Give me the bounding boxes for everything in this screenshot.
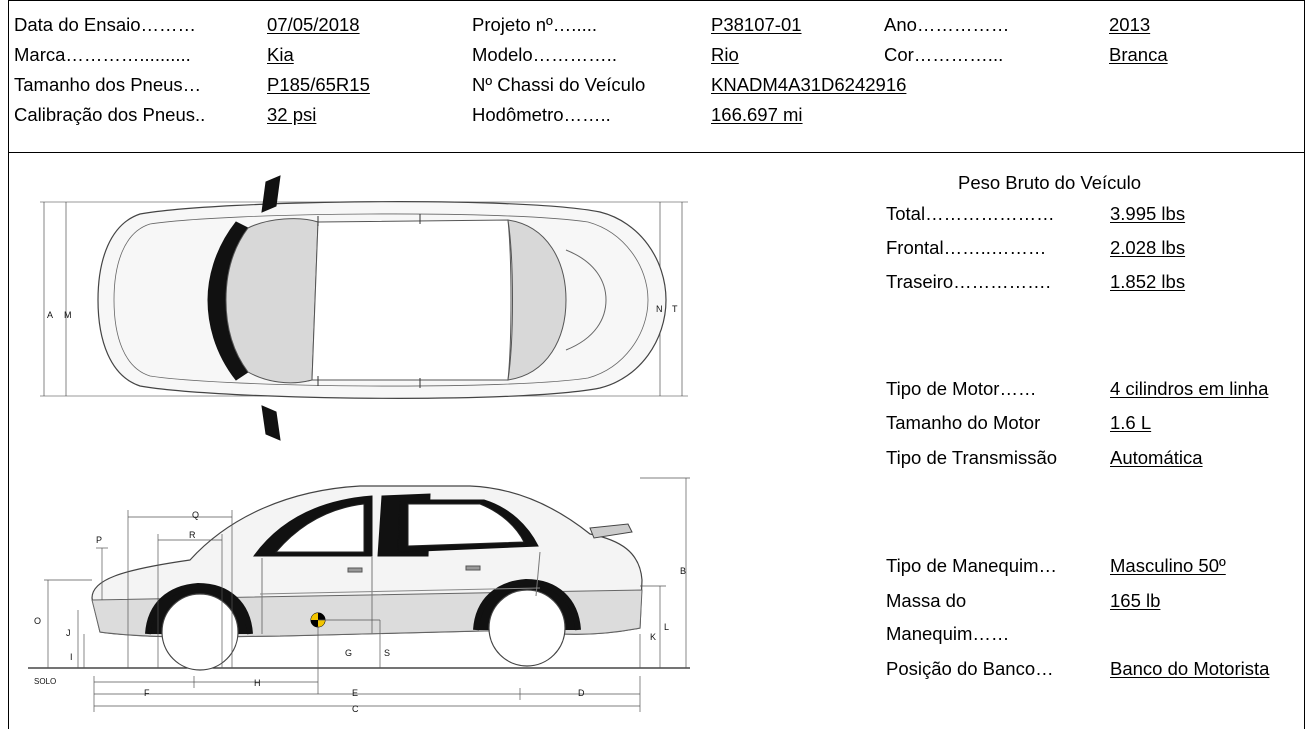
label-b: B [680,566,686,576]
label-i: I [70,652,73,662]
label-n: N [656,304,663,314]
label-e: E [352,688,358,698]
vin-label: Nº Chassi do Veículo [472,74,646,95]
tire-size-label: Tamanho dos Pneus… [14,74,202,95]
tire-size-value: P185/65R15 [267,74,370,95]
label-t: T [672,304,678,314]
odometer-value: 166.697 mi [711,104,803,125]
label-ground: SOLO [34,677,56,686]
test-date-label: Data do Ensaio……… [14,14,197,35]
make-label: Marca………….......... [14,44,191,65]
label-f: F [144,688,150,698]
car-top-view [40,175,688,441]
car-side-view [28,485,690,671]
transmission-value: Automática [1110,447,1203,468]
weights-title: Peso Bruto do Veículo [958,172,1142,193]
side-dimension-lines [44,477,690,712]
transmission-label: Tipo de Transmissão [886,447,1058,468]
label-g: G [345,648,352,658]
seat-position-value: Banco do Motorista [1110,658,1270,679]
dummy-mass-label-line1: Massa do [886,590,967,611]
engine-size-label: Tamanho do Motor [886,412,1041,433]
test-date-value: 07/05/2018 [267,14,360,35]
weight-front-value: 2.028 lbs [1110,237,1186,258]
tire-pressure-label: Calibração dos Pneus.. [14,104,206,125]
label-p: P [96,535,102,545]
model-value: Rio [711,44,739,65]
engine-type-label: Tipo de Motor…… [886,378,1037,399]
odometer-label: Hodômetro…….. [472,104,611,125]
make-value: Kia [267,44,294,65]
header-divider [8,152,1305,153]
weight-rear-label: Traseiro……………. [886,271,1051,292]
dummy-type-value: Masculino 50º [1110,555,1226,576]
model-label: Modelo………….. [472,44,617,65]
weight-total-label: Total………………… [886,203,1055,224]
weight-front-label: Frontal……..……… [886,237,1047,258]
label-a: A [47,310,53,320]
tire-pressure-value: 32 psi [267,104,317,125]
dummy-mass-value: 165 lb [1110,590,1161,611]
engine-size-value: 1.6 L [1110,412,1152,433]
year-label: Ano…………… [884,14,1010,35]
label-c: C [352,704,359,714]
dummy-type-label: Tipo de Manequim… [886,555,1058,576]
label-o: O [34,616,41,626]
label-l: L [664,622,669,632]
project-label: Projeto nº…..... [472,14,598,35]
vin-value: KNADM4A31D6242916 [711,74,907,95]
label-m: M [64,310,72,320]
label-k: K [650,632,656,642]
weight-total-value: 3.995 lbs [1110,203,1186,224]
year-value: 2013 [1109,14,1151,35]
label-r: R [189,530,196,540]
label-h: H [254,678,261,688]
project-value: P38107-01 [711,14,802,35]
label-d: D [578,688,585,698]
label-s: S [384,648,390,658]
color-value: Branca [1109,44,1168,65]
dummy-mass-label-line2: Manequim…… [886,623,1010,644]
color-label: Cor…………... [884,44,1004,65]
weight-rear-value: 1.852 lbs [1110,271,1186,292]
label-j: J [66,628,71,638]
engine-type-value: 4 cilindros em linha [1110,378,1269,399]
form-frame [8,0,1305,729]
seat-position-label: Posição do Banco… [886,658,1054,679]
label-q: Q [192,510,199,520]
